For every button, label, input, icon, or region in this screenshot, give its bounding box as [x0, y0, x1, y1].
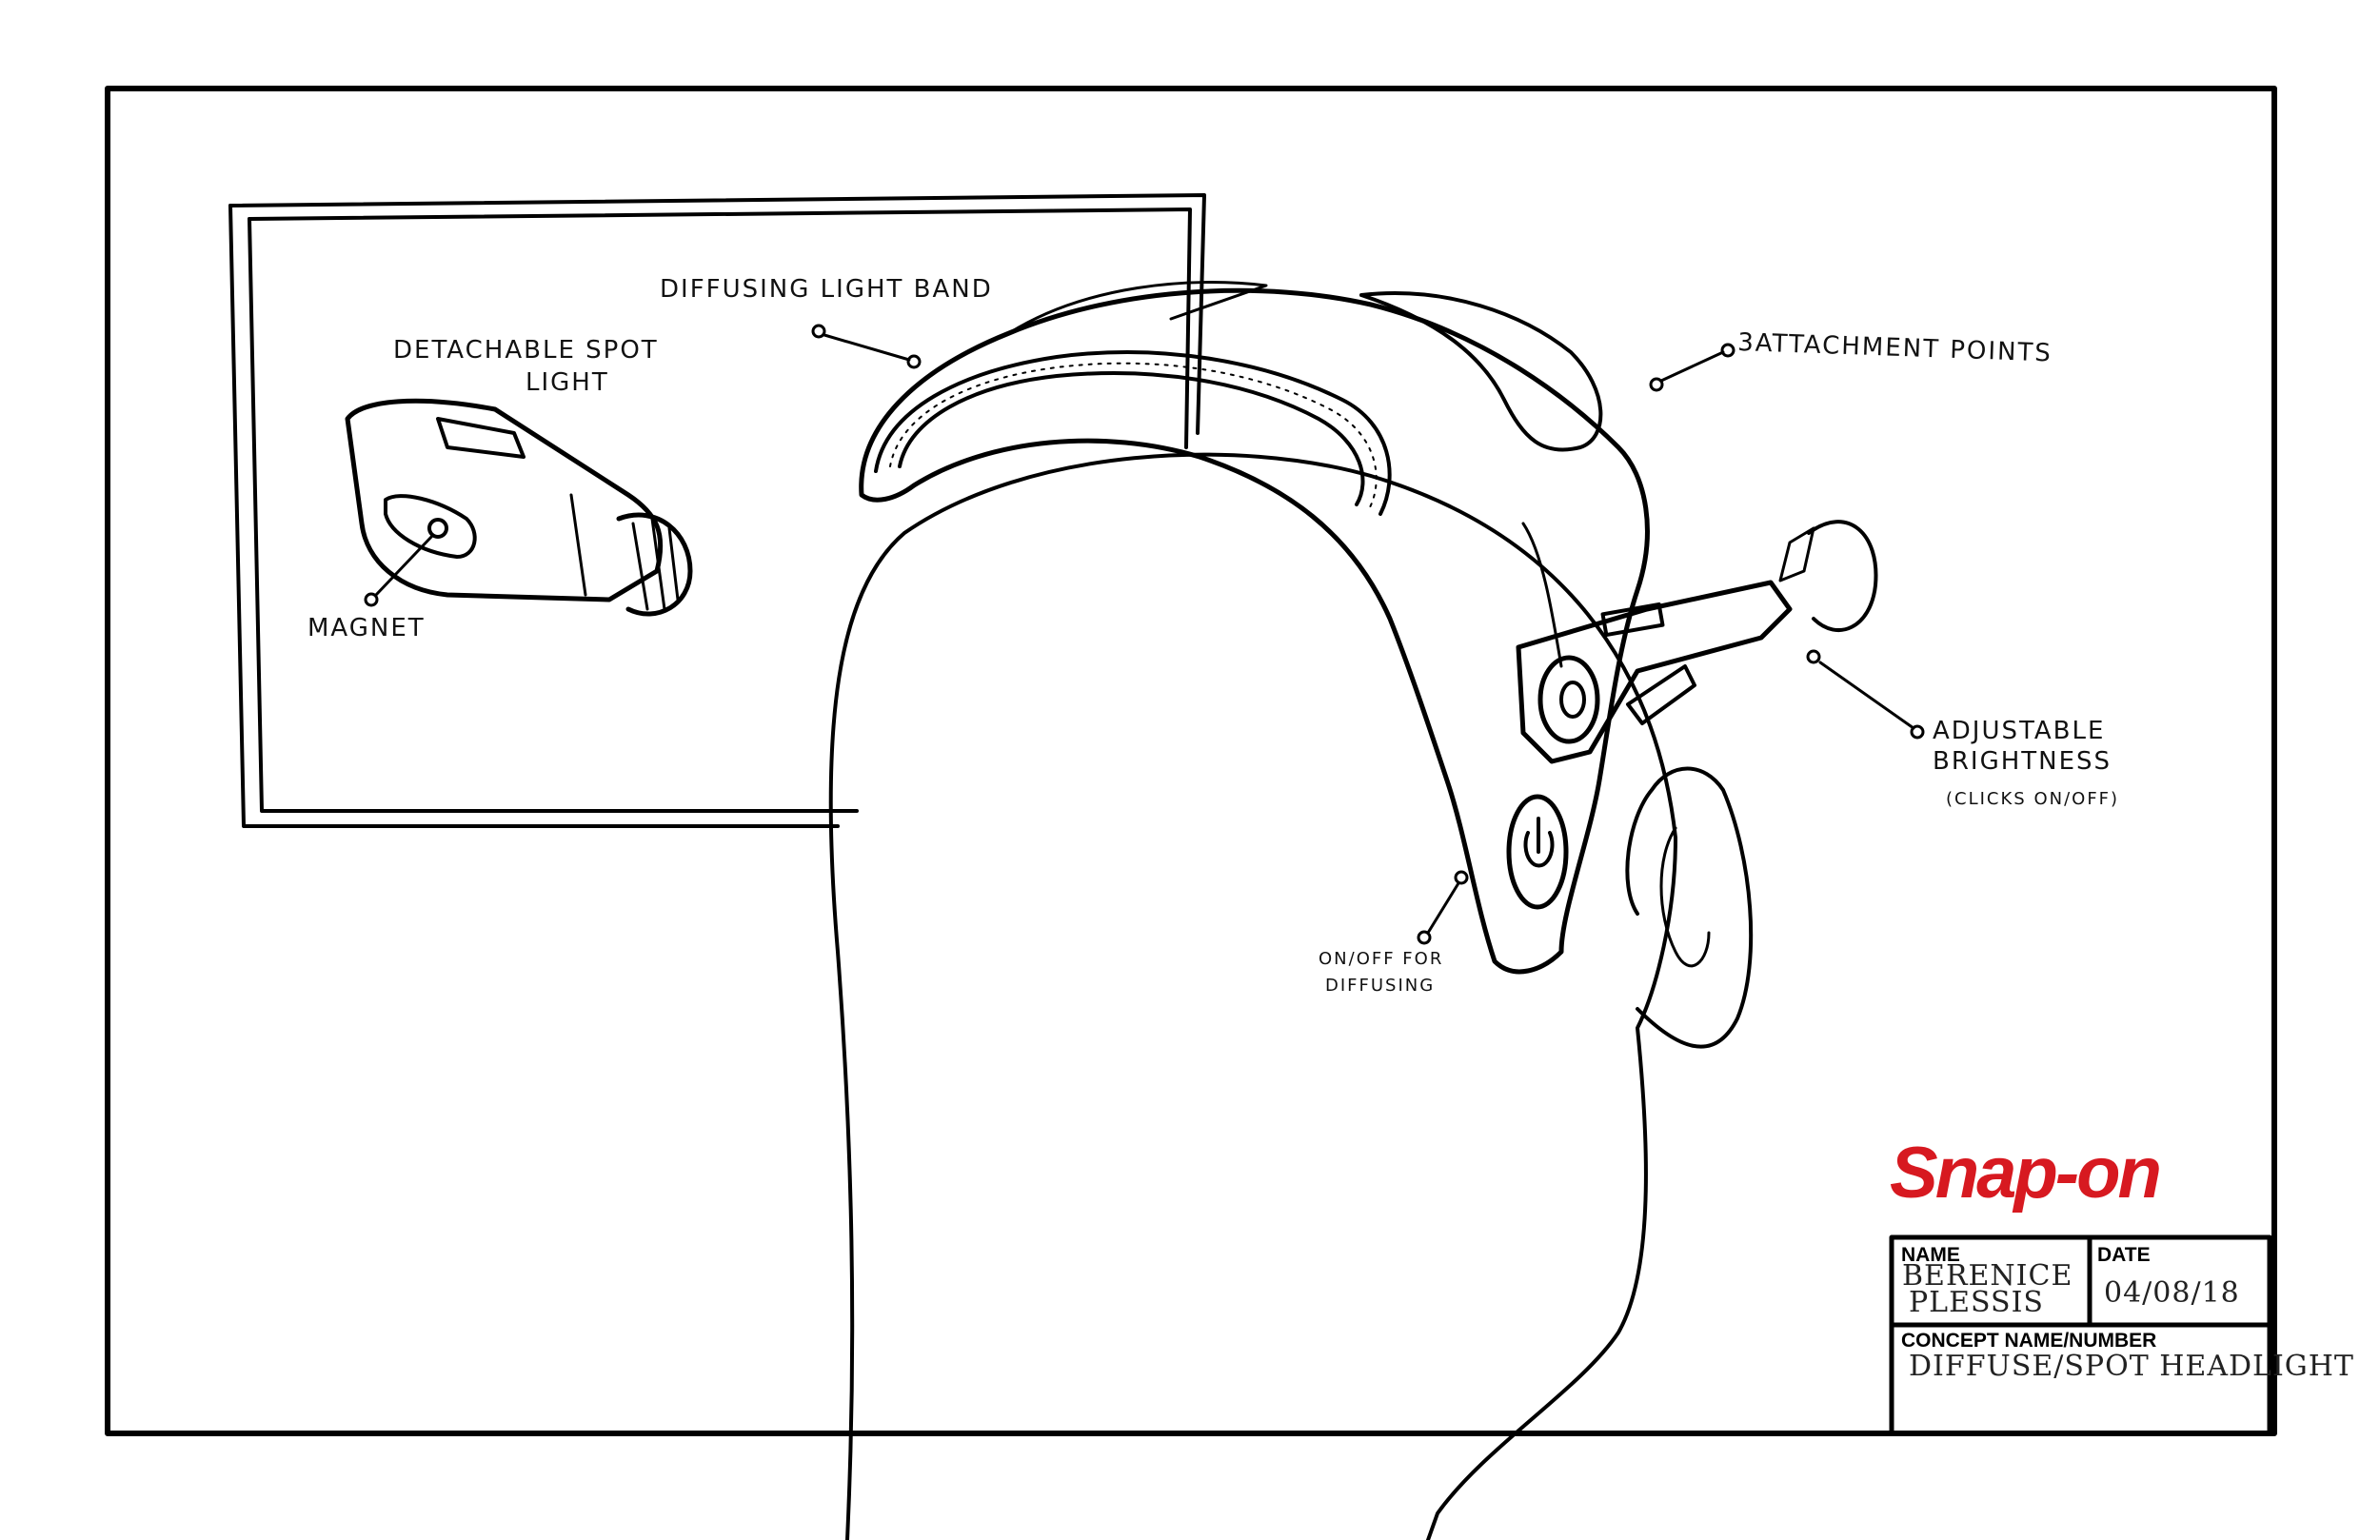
callout-magnet: MAGNET	[307, 614, 426, 642]
inset-panel	[228, 193, 1206, 828]
callout-adjustable-brightness-line1: ADJUSTABLE	[1933, 717, 2105, 745]
callout-adjustable-brightness-line3: (CLICKS ON/OFF)	[1946, 789, 2119, 809]
date-value: 04/08/18	[2104, 1276, 2240, 1310]
concept-label: CONCEPT NAME/NUMBER	[1901, 1330, 2156, 1352]
callout-diffusing-light-band: DIFFUSING LIGHT BAND	[660, 275, 993, 304]
callout-on-off-line1: ON/OFF FOR	[1319, 949, 1443, 969]
callout-adjustable-brightness-line2: BRIGHTNESS	[1933, 747, 2112, 776]
headband	[859, 281, 1650, 975]
diffusing-light-band	[874, 350, 1392, 516]
name-value-line1: BERENICE	[1902, 1259, 2073, 1293]
title-block: NAME BERENICE PLESSIS DATE 04/08/18 CONC…	[1889, 1234, 2354, 1436]
name-value-line2: PLESSIS	[1909, 1286, 2044, 1319]
date-label: DATE	[2097, 1244, 2151, 1266]
drawing-border	[105, 86, 2277, 1436]
detachable-spot-light	[345, 398, 693, 617]
ear	[1625, 766, 1754, 1049]
callout-detachable-spot-light-line2: LIGHT	[526, 368, 609, 397]
callout-on-off-line2: DIFFUSING	[1325, 976, 1435, 996]
callout-detachable-spot-light-line1: DETACHABLE SPOT	[393, 336, 659, 365]
callout-attachment-points: 3ATTACHMENT POINTS	[1737, 328, 2053, 368]
diffusing-power-button	[1506, 794, 1569, 910]
mounted-spot-light	[1516, 520, 1878, 764]
brand-logo: Snap-on	[1890, 1133, 2160, 1214]
concept-value: DIFFUSE/SPOT HEADLIGHT	[1909, 1350, 2354, 1383]
name-label: NAME	[1901, 1244, 1960, 1266]
head-outline	[828, 452, 1677, 1540]
callout-leaders	[364, 324, 1925, 945]
